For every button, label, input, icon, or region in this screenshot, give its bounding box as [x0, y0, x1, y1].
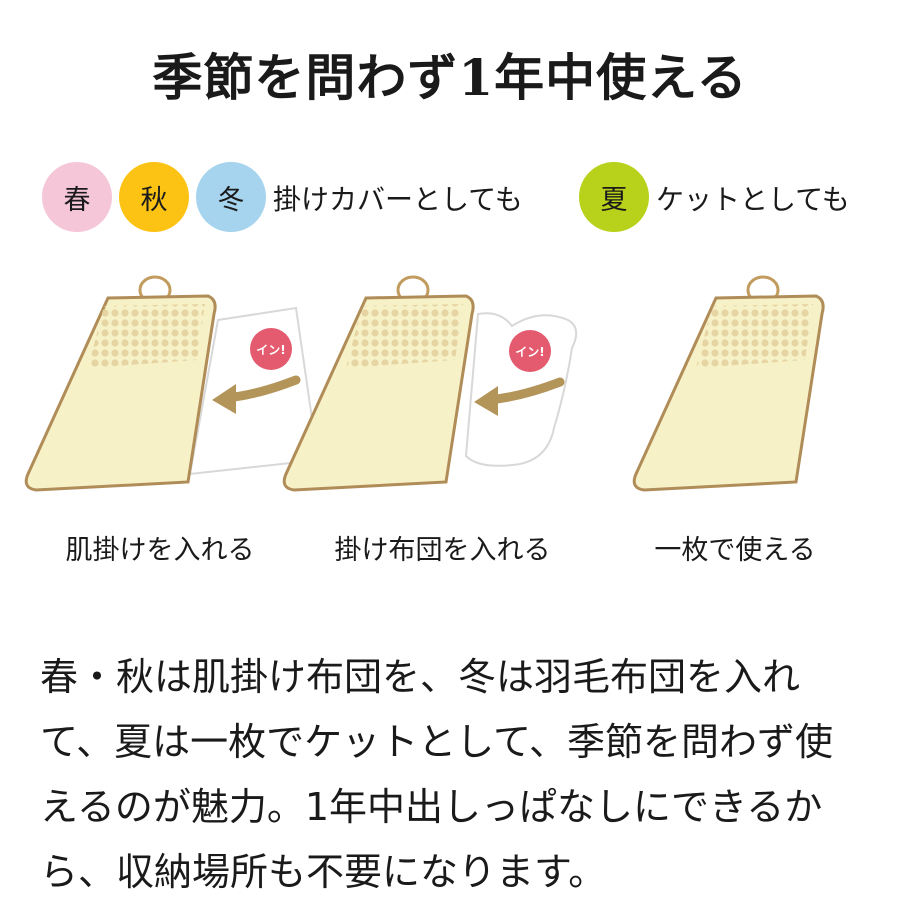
caption-down-comforter: 掛け布団を入れる [334, 535, 551, 566]
futon-illustrations: イン! イン! [24, 275, 825, 492]
futon-dotted-band [696, 304, 813, 368]
page-title: 季節を問わず1年中使える [152, 48, 748, 107]
futon-dotted-band [346, 304, 463, 368]
cover-usage-text: 掛けカバーとしても [273, 183, 523, 216]
winter-badge: 冬 [196, 162, 266, 232]
in-badge-label: イン! [515, 345, 544, 359]
caption-thin-comforter: 肌掛けを入れる [65, 535, 255, 566]
summer-badge: 夏 [579, 162, 649, 232]
description-text: 春・秋は肌掛け布団を、冬は羽毛布団を入れて、夏は一枚でケットとして、季節を問わず… [40, 655, 834, 894]
in-badge [509, 330, 551, 372]
summer-usage-text: ケットとしても [656, 183, 850, 216]
caption-single-layer: 一枚で使える [654, 535, 816, 566]
illustration-down-comforter: イン! [282, 275, 578, 492]
season-usage-row: 春 秋 冬 掛けカバーとしても 夏 ケットとしても [0, 162, 900, 232]
futon-dotted-band [88, 304, 205, 368]
in-badge-label: イン! [256, 343, 285, 357]
spring-badge: 春 [42, 162, 112, 232]
illustration-thin-comforter: イン! [24, 275, 320, 492]
in-badge [250, 328, 292, 370]
illustration-single-layer [632, 275, 825, 492]
autumn-badge: 秋 [119, 162, 189, 232]
